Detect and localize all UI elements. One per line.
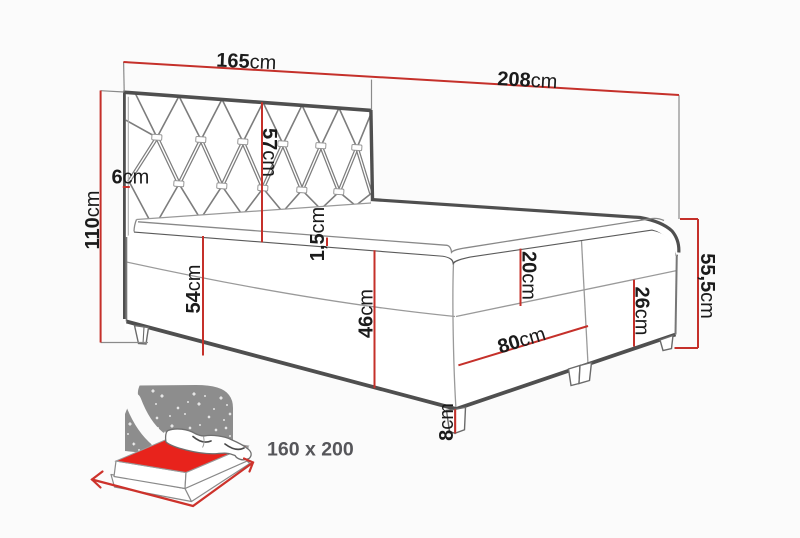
svg-text:1,5cm: 1,5cm (307, 207, 329, 261)
svg-text:54cm: 54cm (183, 265, 205, 314)
svg-text:8cm: 8cm (436, 403, 458, 441)
svg-text:26cm: 26cm (631, 287, 653, 336)
svg-text:165cm: 165cm (216, 50, 277, 75)
svg-text:6cm: 6cm (112, 167, 150, 189)
svg-text:46cm: 46cm (356, 289, 378, 338)
svg-text:208cm: 208cm (497, 68, 558, 93)
svg-text:55,5cm: 55,5cm (696, 253, 718, 319)
svg-text:20cm: 20cm (518, 251, 540, 300)
svg-text:57cm: 57cm (258, 128, 280, 177)
svg-text:110cm: 110cm (82, 191, 104, 250)
svg-text:160 x 200: 160 x 200 (267, 439, 354, 461)
